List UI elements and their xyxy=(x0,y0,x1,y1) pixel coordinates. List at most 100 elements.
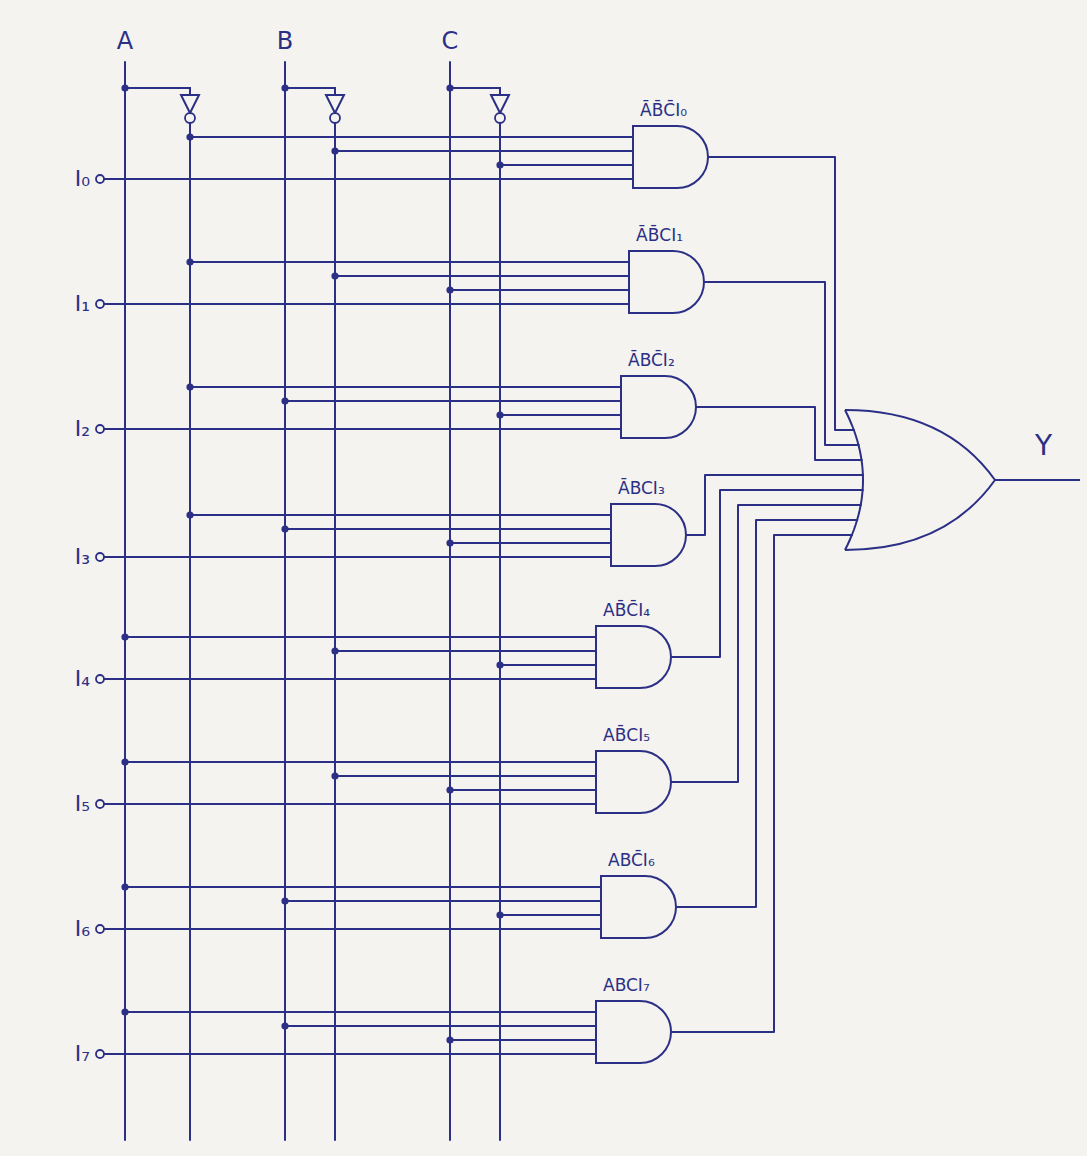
input-terminal xyxy=(96,300,104,308)
junction-dot xyxy=(121,84,128,91)
wire xyxy=(335,650,595,652)
wire xyxy=(449,62,451,1140)
wire xyxy=(500,414,620,416)
wire xyxy=(285,1025,595,1027)
junction-dot xyxy=(186,258,193,265)
junction-dot xyxy=(121,883,128,890)
input-label: I₀ xyxy=(75,167,90,191)
and-gate-outline xyxy=(611,504,686,566)
variable-label: B xyxy=(277,28,293,54)
wire xyxy=(190,136,632,138)
junction-dot xyxy=(121,758,128,765)
and-gate: AB̄CI₅ xyxy=(595,722,679,814)
wire xyxy=(845,504,862,506)
junction-dot xyxy=(496,161,503,168)
wire xyxy=(285,528,610,530)
and-gate-symbol xyxy=(628,250,712,314)
input-terminal xyxy=(96,175,104,183)
wire xyxy=(845,489,864,491)
or-gate-outline xyxy=(845,410,995,550)
wire xyxy=(845,459,863,461)
junction-dot xyxy=(281,84,288,91)
wire xyxy=(671,781,679,783)
input-terminal xyxy=(96,800,104,808)
wire xyxy=(190,514,610,516)
wire xyxy=(125,1011,595,1013)
wire xyxy=(190,386,620,388)
junction-dot xyxy=(331,147,338,154)
and-gate-symbol xyxy=(620,375,704,439)
wire-connector xyxy=(712,282,845,445)
wire xyxy=(125,636,595,638)
inverter-bubble xyxy=(185,113,195,123)
junction-dot xyxy=(186,511,193,518)
junction-dot xyxy=(331,772,338,779)
wire xyxy=(845,444,860,446)
input-terminal xyxy=(96,675,104,683)
gate-label: AB̄C̄I₄ xyxy=(595,597,650,623)
input-label: I₇ xyxy=(75,1042,90,1066)
and-gate-symbol xyxy=(610,503,694,567)
wire xyxy=(671,1031,679,1033)
and-gate: ABCI₇ xyxy=(595,972,679,1064)
and-gate: AB̄C̄I₄ xyxy=(595,597,679,689)
wire-connector xyxy=(684,520,845,907)
junction-dot xyxy=(121,633,128,640)
wire xyxy=(676,906,684,908)
wire xyxy=(704,281,712,283)
gate-label: ĀBCI₃ xyxy=(610,475,665,501)
junction-dot xyxy=(281,897,288,904)
inverter-bubble xyxy=(495,113,505,123)
junction-dot xyxy=(446,84,453,91)
wire xyxy=(125,88,190,95)
wire xyxy=(104,1053,595,1055)
wire xyxy=(335,275,628,277)
wire xyxy=(671,656,679,658)
and-gate: ĀBCI₃ xyxy=(610,475,694,567)
wire xyxy=(335,150,632,152)
wire xyxy=(189,123,191,1140)
and-gate-outline xyxy=(633,126,708,188)
wire xyxy=(500,914,600,916)
wire xyxy=(686,534,694,536)
junction-dot xyxy=(496,661,503,668)
wire xyxy=(125,761,595,763)
wire xyxy=(284,62,286,1140)
wire-connector xyxy=(679,490,845,657)
wire xyxy=(125,886,600,888)
input-label: I₅ xyxy=(75,792,90,816)
wire xyxy=(104,178,632,180)
variable-label: C xyxy=(442,28,459,54)
junction-dot xyxy=(281,1022,288,1029)
wire xyxy=(845,474,864,476)
wire xyxy=(104,303,628,305)
wire xyxy=(104,428,620,430)
input-label: I₂ xyxy=(75,417,90,441)
junction-dot xyxy=(331,647,338,654)
wire xyxy=(450,542,610,544)
junction-dot xyxy=(121,1008,128,1015)
wire-connector xyxy=(704,407,845,460)
variable-label: A xyxy=(117,28,133,54)
junction-dot xyxy=(496,911,503,918)
junction-dot xyxy=(496,411,503,418)
input-label: I₄ xyxy=(75,667,90,691)
junction-dot xyxy=(331,272,338,279)
and-gate-symbol xyxy=(595,1000,679,1064)
junction-dot xyxy=(446,1036,453,1043)
wire xyxy=(845,429,855,431)
wire xyxy=(696,406,704,408)
input-terminal xyxy=(96,925,104,933)
wire xyxy=(708,156,716,158)
wire xyxy=(285,400,620,402)
and-gate: ĀB̄C̄I₀ xyxy=(632,97,716,189)
wire xyxy=(285,900,600,902)
wire xyxy=(104,556,610,558)
and-gate: ĀBC̄I₂ xyxy=(620,347,704,439)
junction-dot xyxy=(446,286,453,293)
and-gate: ĀB̄CI₁ xyxy=(628,222,712,314)
wire xyxy=(104,678,595,680)
